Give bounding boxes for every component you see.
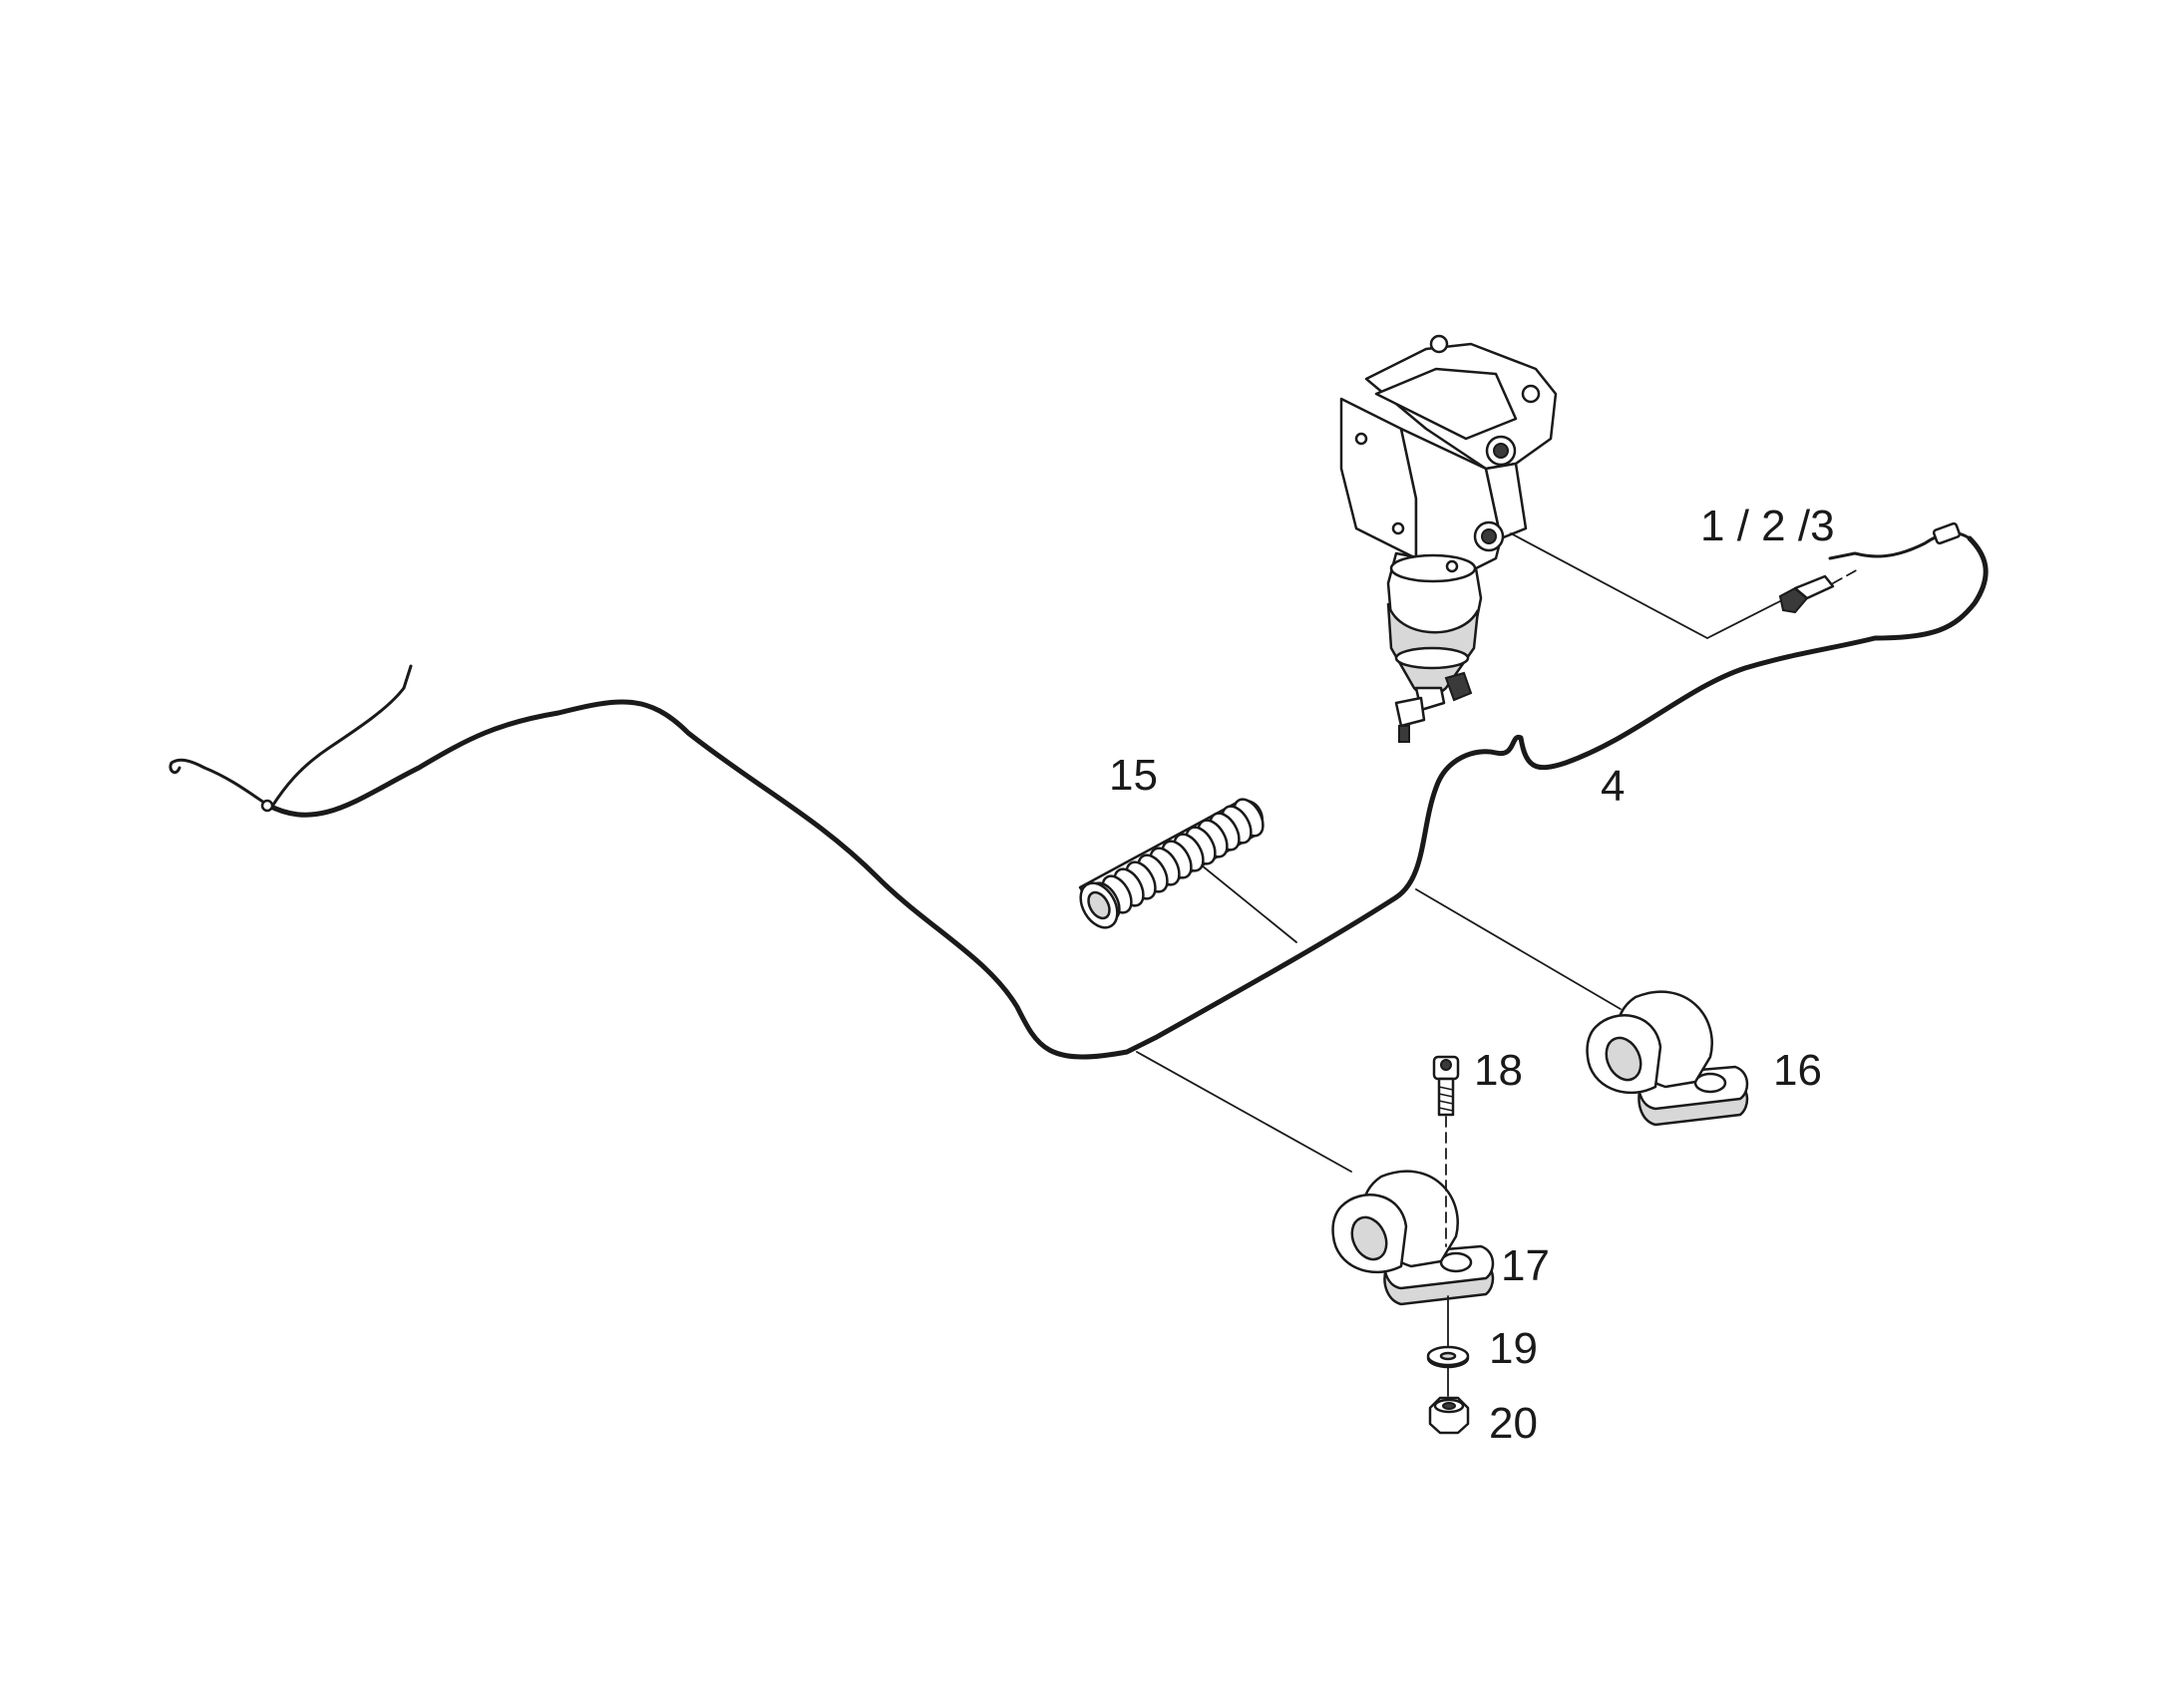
callout-labels: 1 / 2 /3 4 15 16 17 18 19 20 — [1109, 502, 1835, 1448]
callout-4: 4 — [1601, 762, 1625, 811]
clamp-17 — [1331, 1170, 1495, 1306]
washer-19 — [1426, 1345, 1470, 1369]
pump-assembly — [1339, 334, 1558, 743]
leader-lines — [1136, 532, 1781, 1397]
bolt-18 — [1432, 1055, 1460, 1117]
callout-18: 18 — [1474, 1046, 1523, 1095]
callout-17: 17 — [1501, 1241, 1550, 1290]
callout-1-2-3: 1 / 2 /3 — [1700, 502, 1835, 550]
connector-1-2-3 — [1778, 567, 1861, 614]
callout-15: 15 — [1109, 751, 1158, 800]
callout-19: 19 — [1489, 1324, 1538, 1373]
callout-20: 20 — [1489, 1399, 1538, 1448]
nut-20 — [1428, 1396, 1470, 1435]
corrugated-sleeve-15 — [1078, 798, 1265, 929]
wire-harness-4 — [169, 521, 1989, 1060]
callout-16: 16 — [1773, 1046, 1822, 1095]
clamp-16 — [1586, 990, 1749, 1127]
